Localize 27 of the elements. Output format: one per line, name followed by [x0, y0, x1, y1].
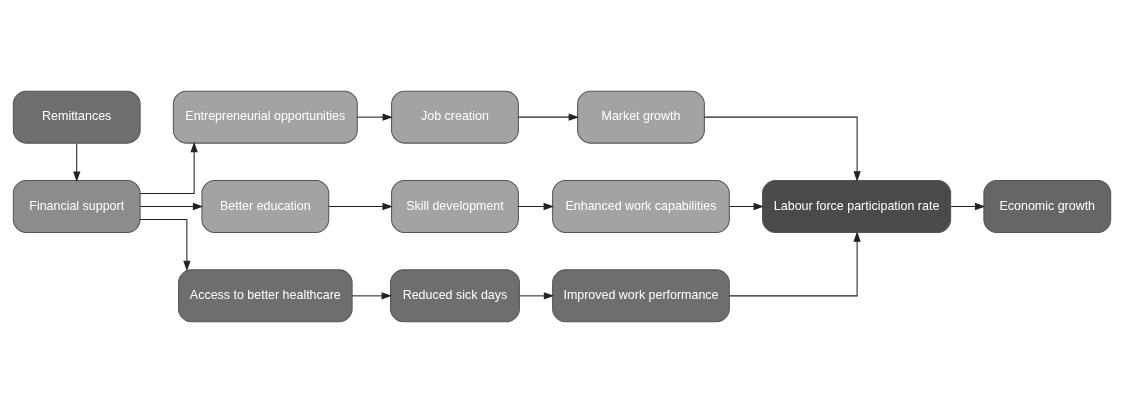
arrow — [139, 202, 204, 210]
arrow — [328, 202, 393, 210]
arrow — [950, 202, 986, 210]
node-box: Financial support — [12, 179, 141, 233]
node-box: Improved work performance — [552, 268, 730, 322]
arrow — [729, 202, 764, 210]
node-box: Economic growth — [983, 179, 1112, 233]
node-box: Skill development — [391, 179, 519, 233]
node-box: Job creation — [391, 90, 519, 144]
arrow — [519, 291, 555, 299]
arrow — [517, 202, 554, 210]
arrow — [351, 291, 392, 299]
node-box: Access to better healthcare — [178, 268, 353, 322]
node-box: Better education — [201, 179, 330, 233]
node-box: Market growth — [577, 90, 705, 144]
node-box: Remittances — [12, 90, 141, 144]
arrow — [73, 142, 81, 182]
arrow — [139, 218, 191, 271]
node-box: Labour force participation rate — [762, 179, 952, 233]
arrow — [703, 116, 861, 182]
node-box: Entrepreneurial opportunities — [172, 90, 358, 144]
arrow — [729, 230, 861, 296]
arrow — [517, 113, 580, 121]
node-box: Enhanced work capabilities — [552, 179, 730, 233]
arrow — [139, 141, 198, 194]
arrow — [356, 113, 393, 121]
node-box: Reduced sick days — [390, 268, 520, 322]
